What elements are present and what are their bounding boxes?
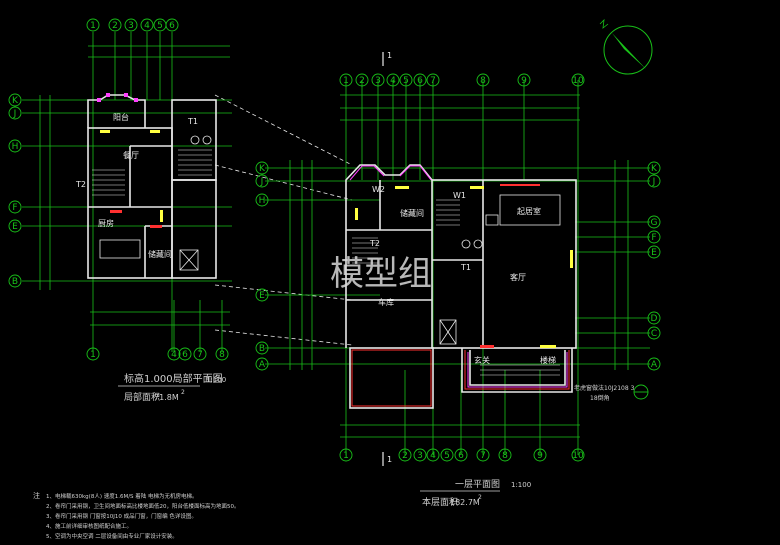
axis-label: A	[651, 360, 658, 370]
axis-label: F	[651, 233, 656, 243]
axis-label: B	[12, 277, 18, 287]
axis-label: J	[652, 177, 656, 187]
note-line: 3、卷帘门采用钢 门窗按10J10 成品门窗，门窗编 色详设图。	[46, 512, 197, 520]
axis-label: 3	[375, 76, 381, 86]
axis-label: E	[12, 222, 18, 232]
axis-label: 5	[403, 76, 409, 86]
room-label: T1	[187, 117, 198, 126]
area-label: 本层面积	[422, 496, 458, 508]
north-arrow-icon	[599, 18, 653, 75]
section-mark: 1	[387, 455, 392, 464]
axis-label: 4	[171, 350, 177, 360]
axis-label: J	[260, 177, 264, 187]
axis-label: 7	[430, 76, 436, 86]
room-label: 楼梯	[540, 355, 556, 365]
axis-label: 1	[343, 76, 349, 86]
room-label: 阳台	[113, 112, 129, 122]
left-plan: 1 2 3 4 5 6 1 4 6 7 8 K J H F E	[8, 18, 232, 403]
projection-lines	[214, 94, 353, 346]
axis-label: 8	[480, 76, 486, 86]
axis-label: K	[651, 164, 658, 174]
room-label: W1	[453, 191, 466, 200]
axis-label: 5	[157, 21, 163, 31]
room-label: T1	[460, 263, 471, 272]
right-plan: 1 2 3 4 5 6 7 8 9 10 1 2 3 4 5 6 7 8 9 1	[255, 51, 661, 508]
axis-label: K	[259, 164, 266, 174]
plan-scale: 1:100	[206, 376, 226, 384]
axis-label: E	[259, 291, 265, 301]
room-label: 玄关	[474, 355, 490, 365]
room-label: 客厅	[510, 272, 526, 282]
axis-label: 4	[430, 451, 436, 461]
area-value: 71.8M	[154, 393, 179, 402]
axis-label: E	[651, 248, 657, 258]
room-label: 厨房	[98, 218, 114, 228]
axis-label: 1	[90, 350, 96, 360]
area-sup: 2	[181, 389, 185, 396]
axis-label: 5	[444, 451, 450, 461]
plan-title: 标高1.000局部平面图	[124, 372, 223, 385]
axis-label: A	[259, 360, 266, 370]
room-label: T2	[75, 180, 86, 189]
room-label: 车库	[378, 297, 394, 307]
room-label: W2	[372, 185, 385, 194]
axis-label: 3	[417, 451, 423, 461]
axis-label: 3	[128, 21, 134, 31]
axis-label: 10	[572, 76, 584, 86]
note-line: 1、电梯载630kg(8人) 速度1.6M/S 着陆 电梯为无机房电梯。	[46, 492, 198, 500]
room-label: 储藏间	[148, 249, 172, 259]
axis-label: 1	[343, 451, 349, 461]
axis-label: 2	[359, 76, 365, 86]
notes-block: 注 1、电梯载630kg(8人) 速度1.6M/S 着陆 电梯为无机房电梯。 2…	[33, 491, 240, 540]
axis-label: 8	[502, 451, 508, 461]
axis-label: 10	[572, 451, 584, 461]
axis-label: 7	[480, 451, 486, 461]
note-line: 2、卷帘门采用钢，卫生间地面标高比楼地面低20，阳台低楼面标高为地面50。	[46, 502, 240, 510]
axis-label: C	[651, 329, 657, 339]
area-value: 182.7M	[450, 498, 480, 507]
section-mark: 1	[387, 51, 392, 60]
axis-label: 7	[197, 350, 203, 360]
area-sup: 2	[478, 494, 482, 501]
plan-scale: 1:100	[511, 481, 531, 489]
axis-label: 6	[458, 451, 464, 461]
axis-label: H	[12, 142, 19, 152]
axis-label: 9	[521, 76, 527, 86]
axis-label: F	[12, 203, 17, 213]
room-label: 餐厅	[123, 151, 139, 160]
notes-heading: 注	[33, 491, 40, 500]
axis-label: 1	[90, 21, 96, 31]
note-line: 5、空调为中央空调 二层设备间由专业厂家设计安装。	[46, 532, 178, 540]
room-label: T2	[369, 239, 380, 248]
axis-label: H	[259, 196, 266, 206]
axis-label: 4	[390, 76, 396, 86]
room-label: 储藏间	[400, 208, 424, 218]
axis-label: G	[651, 218, 658, 228]
axis-label: J	[13, 109, 17, 119]
area-label: 局部面积	[124, 391, 160, 403]
axis-label: 8	[219, 350, 225, 360]
watermark: 模型组	[330, 254, 432, 294]
axis-label: 2	[112, 21, 118, 31]
plan-title: 一层平面图	[455, 479, 500, 490]
note-tag: 老虎窗做法10J2108 3	[574, 384, 635, 392]
axis-label: 6	[182, 350, 188, 360]
axis-label: B	[259, 344, 265, 354]
axis-label: D	[651, 314, 658, 324]
axis-label: 6	[417, 76, 423, 86]
axis-label: K	[12, 96, 19, 106]
axis-label: 4	[144, 21, 150, 31]
note-line: 4、施工前详细审核图纸配合施工。	[46, 522, 132, 530]
axis-label: 9	[537, 451, 543, 461]
axis-label: 2	[402, 451, 408, 461]
note-tag: 18倒角	[590, 394, 610, 402]
axis-label: 6	[169, 21, 175, 31]
room-label: 起居室	[517, 206, 541, 216]
